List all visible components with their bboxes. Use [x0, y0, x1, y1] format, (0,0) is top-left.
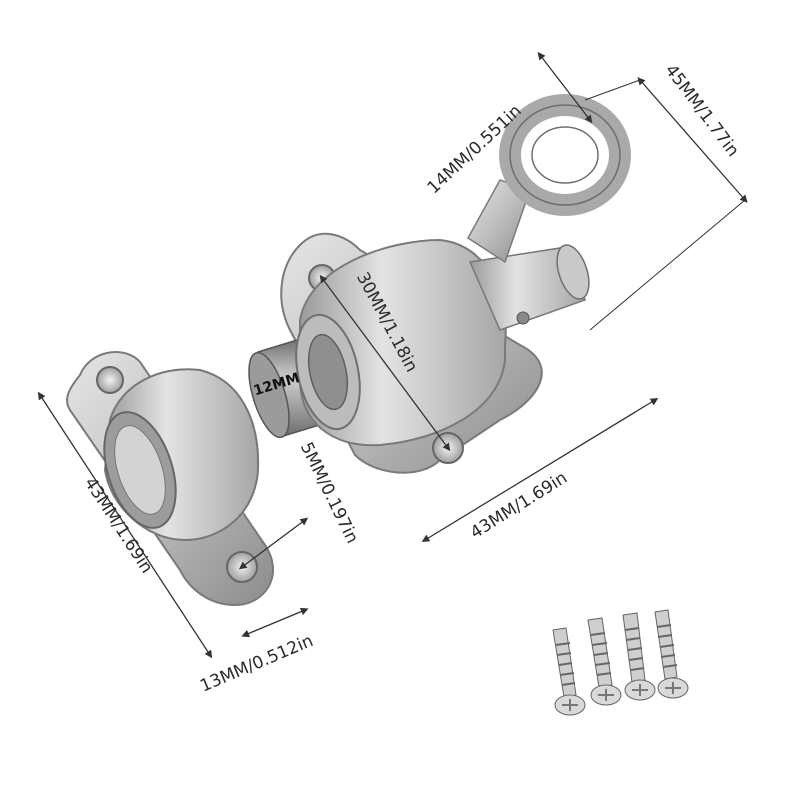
latch-rod	[468, 244, 590, 331]
screw-1	[552, 627, 586, 716]
screws	[552, 609, 689, 716]
screw-2	[587, 617, 622, 706]
dim-line-keeper	[37, 391, 213, 659]
dim-line-keeper-width	[241, 607, 309, 638]
screw-4	[654, 609, 689, 699]
screw-3	[622, 612, 656, 701]
dim-line-height	[637, 77, 748, 203]
dimension-lines	[37, 51, 748, 659]
dim-line-hole	[238, 517, 309, 570]
dim-line-ring	[537, 51, 593, 124]
dim-line-base	[421, 397, 659, 543]
